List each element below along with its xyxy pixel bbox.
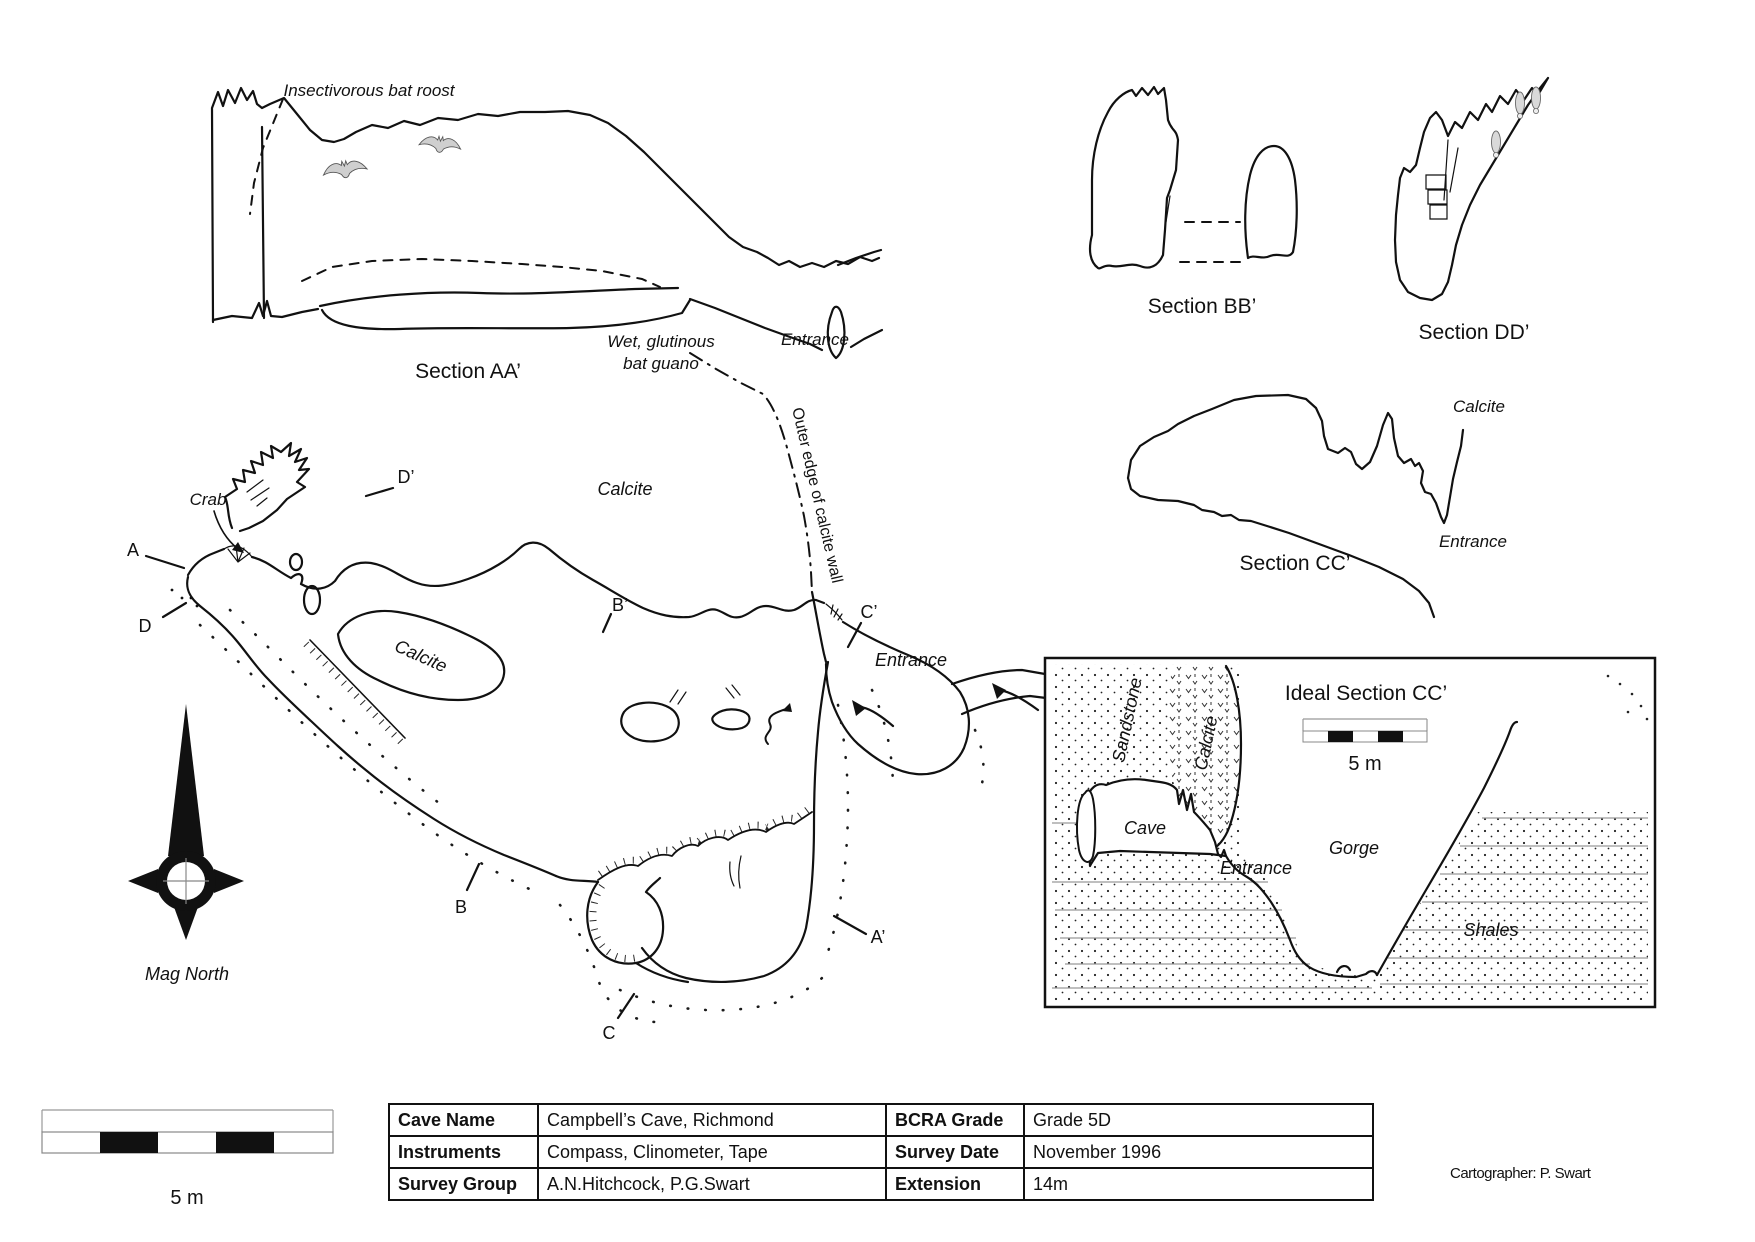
inset-scale-label: 5 m	[1348, 753, 1381, 775]
table-value: Campbell’s Cave, Richmond	[537, 1103, 887, 1137]
bat-icon	[322, 159, 369, 179]
inset-shales-label: Shales	[1463, 920, 1518, 940]
flow-arrow-icon	[852, 700, 866, 716]
station-d-label: D	[139, 616, 152, 636]
table-value: 14m	[1023, 1167, 1374, 1201]
crab-arrow-icon	[232, 542, 244, 553]
scale-bar-label: 5 m	[170, 1187, 203, 1209]
section-aa-title: Section AA’	[415, 360, 521, 383]
section-aa-drawing: Insectivorous bat roost Wet, glutinous b…	[210, 81, 884, 383]
guano-label-line1: Wet, glutinous	[607, 332, 715, 351]
table-value: November 1996	[1023, 1135, 1374, 1169]
plan-entrance-label: Entrance	[875, 650, 947, 670]
flow-arrow-icon	[782, 703, 792, 712]
table-row: Cave Name Campbell’s Cave, Richmond BCRA…	[388, 1103, 1374, 1137]
hanging-bat-icon	[1531, 86, 1541, 115]
table-label: Cave Name	[388, 1103, 539, 1137]
cartographer-credit: Cartographer: P. Swart	[1450, 1165, 1591, 1182]
inset-cave-label: Cave	[1124, 818, 1166, 838]
flow-arrow-icon	[992, 683, 1006, 699]
table-value: Compass, Clinometer, Tape	[537, 1135, 887, 1169]
section-cc-drawing: Calcite Entrance Section CC’	[1126, 393, 1507, 619]
station-c-prime-label: C’	[861, 602, 878, 622]
section-aa-entrance-label: Entrance	[781, 330, 849, 349]
station-b-label: B	[455, 897, 467, 917]
inset-entrance-label: Entrance	[1220, 858, 1292, 878]
table-value: Grade 5D	[1023, 1103, 1374, 1137]
plan-calcite-area-label: Calcite	[597, 479, 652, 499]
station-d-prime-label: D’	[398, 467, 415, 487]
plan-calcite-island-label: Calcite	[392, 636, 450, 677]
inset-title: Ideal Section CC’	[1285, 682, 1447, 705]
table-label: Instruments	[388, 1135, 539, 1169]
calcite-wall-note: Outer edge of calcite wall	[788, 406, 845, 585]
ideal-section-inset: 5 m Ideal Section CC’ Sandstone Calcite …	[1043, 656, 1657, 1009]
section-bb-title: Section BB’	[1148, 295, 1257, 318]
survey-info-table: Cave Name Campbell’s Cave, Richmond BCRA…	[388, 1103, 1374, 1201]
section-dd-drawing: Section DD’	[1393, 76, 1550, 344]
plan-view-drawing: Crab A D D’ B’ C’ B C A’ Calcite Calcite…	[127, 352, 1048, 1043]
section-cc-calcite-label: Calcite	[1453, 397, 1505, 416]
table-row: Instruments Compass, Clinometer, Tape Su…	[388, 1135, 1374, 1169]
north-arrow-icon: Mag North	[128, 704, 244, 984]
inset-gorge-label: Gorge	[1329, 838, 1379, 858]
table-value: A.N.Hitchcock, P.G.Swart	[537, 1167, 887, 1201]
table-label: Extension	[885, 1167, 1025, 1201]
table-label: Survey Date	[885, 1135, 1025, 1169]
hanging-bat-icon	[1515, 91, 1525, 120]
crab-label: Crab	[190, 490, 227, 509]
station-b-prime-label: B’	[612, 595, 628, 615]
scale-bar: 5 m	[41, 1109, 334, 1209]
section-cc-title: Section CC’	[1240, 552, 1351, 575]
section-bb-drawing: Section BB’	[1088, 85, 1298, 318]
mag-north-label: Mag North	[145, 964, 229, 984]
station-a-label: A	[127, 540, 139, 560]
bat-roost-label: Insectivorous bat roost	[283, 81, 455, 100]
section-dd-title: Section DD’	[1419, 321, 1530, 344]
station-c-label: C	[603, 1023, 616, 1043]
table-label: BCRA Grade	[885, 1103, 1025, 1137]
table-row: Survey Group A.N.Hitchcock, P.G.Swart Ex…	[388, 1167, 1374, 1201]
station-a-prime-label: A’	[871, 927, 886, 947]
table-label: Survey Group	[388, 1167, 539, 1201]
section-cc-entrance-label: Entrance	[1439, 532, 1507, 551]
bat-icon	[417, 134, 462, 153]
hanging-bat-icon	[1491, 130, 1501, 158]
guano-label-line2: bat guano	[623, 354, 699, 373]
